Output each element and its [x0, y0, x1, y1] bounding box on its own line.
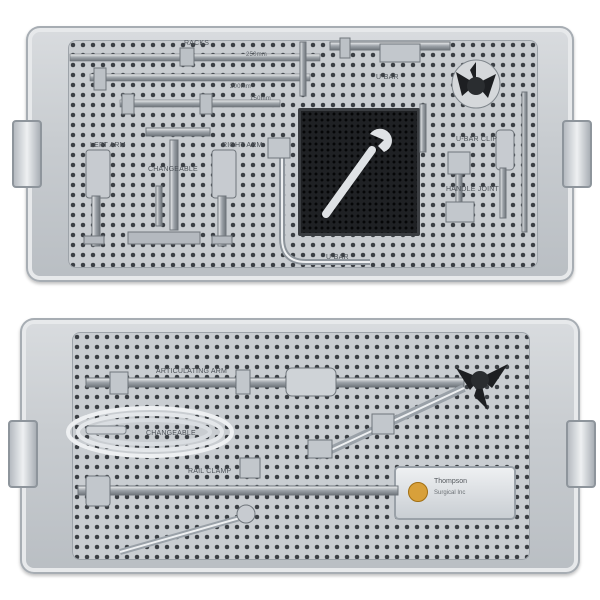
left-arm [83, 149, 111, 247]
label-right-arm: RIGHT ARM [222, 142, 263, 149]
right-arm [211, 149, 237, 247]
star-knob-top [451, 59, 501, 109]
changeable-assembly [127, 127, 211, 245]
label-rack-200: 200mm [230, 84, 252, 90]
silicone-instrument-mat [298, 108, 420, 236]
label-changeable-bottom: CHANGEABLE [146, 430, 196, 437]
u-bar-curved [267, 137, 370, 265]
top-tray-right-handle [562, 120, 592, 188]
rail-clamp [77, 457, 399, 507]
label-u-bar: U-BAR [376, 74, 399, 81]
label-articulating-arm: ARTICULATING ARM [156, 368, 228, 375]
light-cable-coil [66, 406, 234, 458]
u-bar-clip [419, 103, 515, 219]
short-rack-vertical [299, 41, 307, 97]
top-tray-left-handle [12, 120, 42, 188]
label-rack-150: 150mm [250, 96, 272, 102]
handle-joint [445, 151, 475, 223]
label-u-bar-clip: U-BAR CLIP [456, 136, 498, 143]
label-handle-joint: HANDLE JOINT [446, 186, 499, 193]
bottom-tray-left-handle [8, 420, 38, 488]
rack-200mm [89, 67, 311, 91]
label-rack-250: 250mm [246, 52, 268, 58]
label-rail-clamp: RAIL CLAMP [188, 468, 232, 475]
device-sub-text: Surgical Inc [434, 490, 466, 496]
brand-logo-icon [408, 482, 428, 502]
label-left-arm: LEFT ARM [90, 142, 126, 149]
angled-retractor-rod [119, 504, 256, 555]
star-knob-bottom [456, 364, 508, 410]
label-racks: RACKS [184, 40, 210, 47]
clamp-cluster [307, 413, 395, 459]
side-rod-right [521, 91, 528, 233]
rack-250mm [69, 47, 321, 67]
device-brand-text: Thompson [434, 478, 468, 485]
rack-150mm [119, 93, 281, 115]
wrench [322, 128, 392, 218]
label-changeable-top: CHANGEABLE [148, 166, 198, 173]
u-bar-top [329, 37, 451, 63]
bottom-tray-right-handle [566, 420, 596, 488]
label-u-bar-bottom: U-BAR [326, 254, 349, 261]
